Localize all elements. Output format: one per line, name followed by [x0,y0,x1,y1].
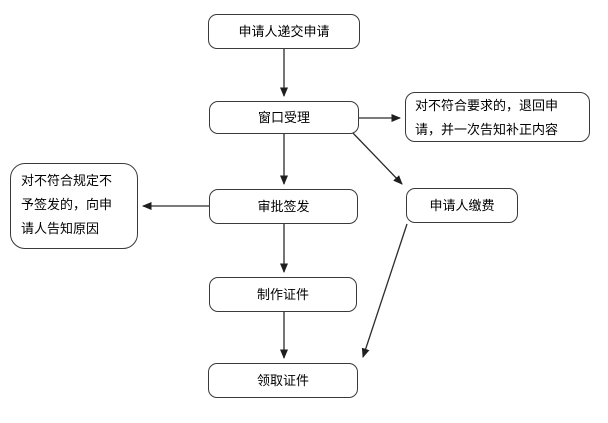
node-reject-label: 对不符合规定不 予签发的，向申 请人告知原因 [21,173,113,236]
node-return: 对不符合要求的，退回申 请，并一次告知补正内容 [405,92,590,142]
node-pay-label: 申请人缴费 [429,198,495,213]
node-collect-label: 领取证件 [256,373,309,388]
node-submit: 申请人递交申请 [208,14,360,49]
node-reject: 对不符合规定不 予签发的，向申 请人告知原因 [10,163,138,249]
node-submit-label: 申请人递交申请 [238,24,330,39]
node-accept-label: 窗口受理 [257,110,310,125]
node-make-label: 制作证件 [256,287,309,302]
node-make: 制作证件 [209,277,357,312]
arrow-accept-to-pay [350,130,403,185]
node-pay: 申请人缴费 [406,188,518,223]
node-return-label: 对不符合要求的，退回申 请，并一次告知补正内容 [415,98,559,137]
node-approve-label: 审批签发 [257,199,310,214]
node-approve: 审批签发 [209,189,358,224]
node-collect: 领取证件 [208,363,358,398]
node-accept: 窗口受理 [209,101,359,134]
arrow-pay-to-collect [361,223,408,358]
